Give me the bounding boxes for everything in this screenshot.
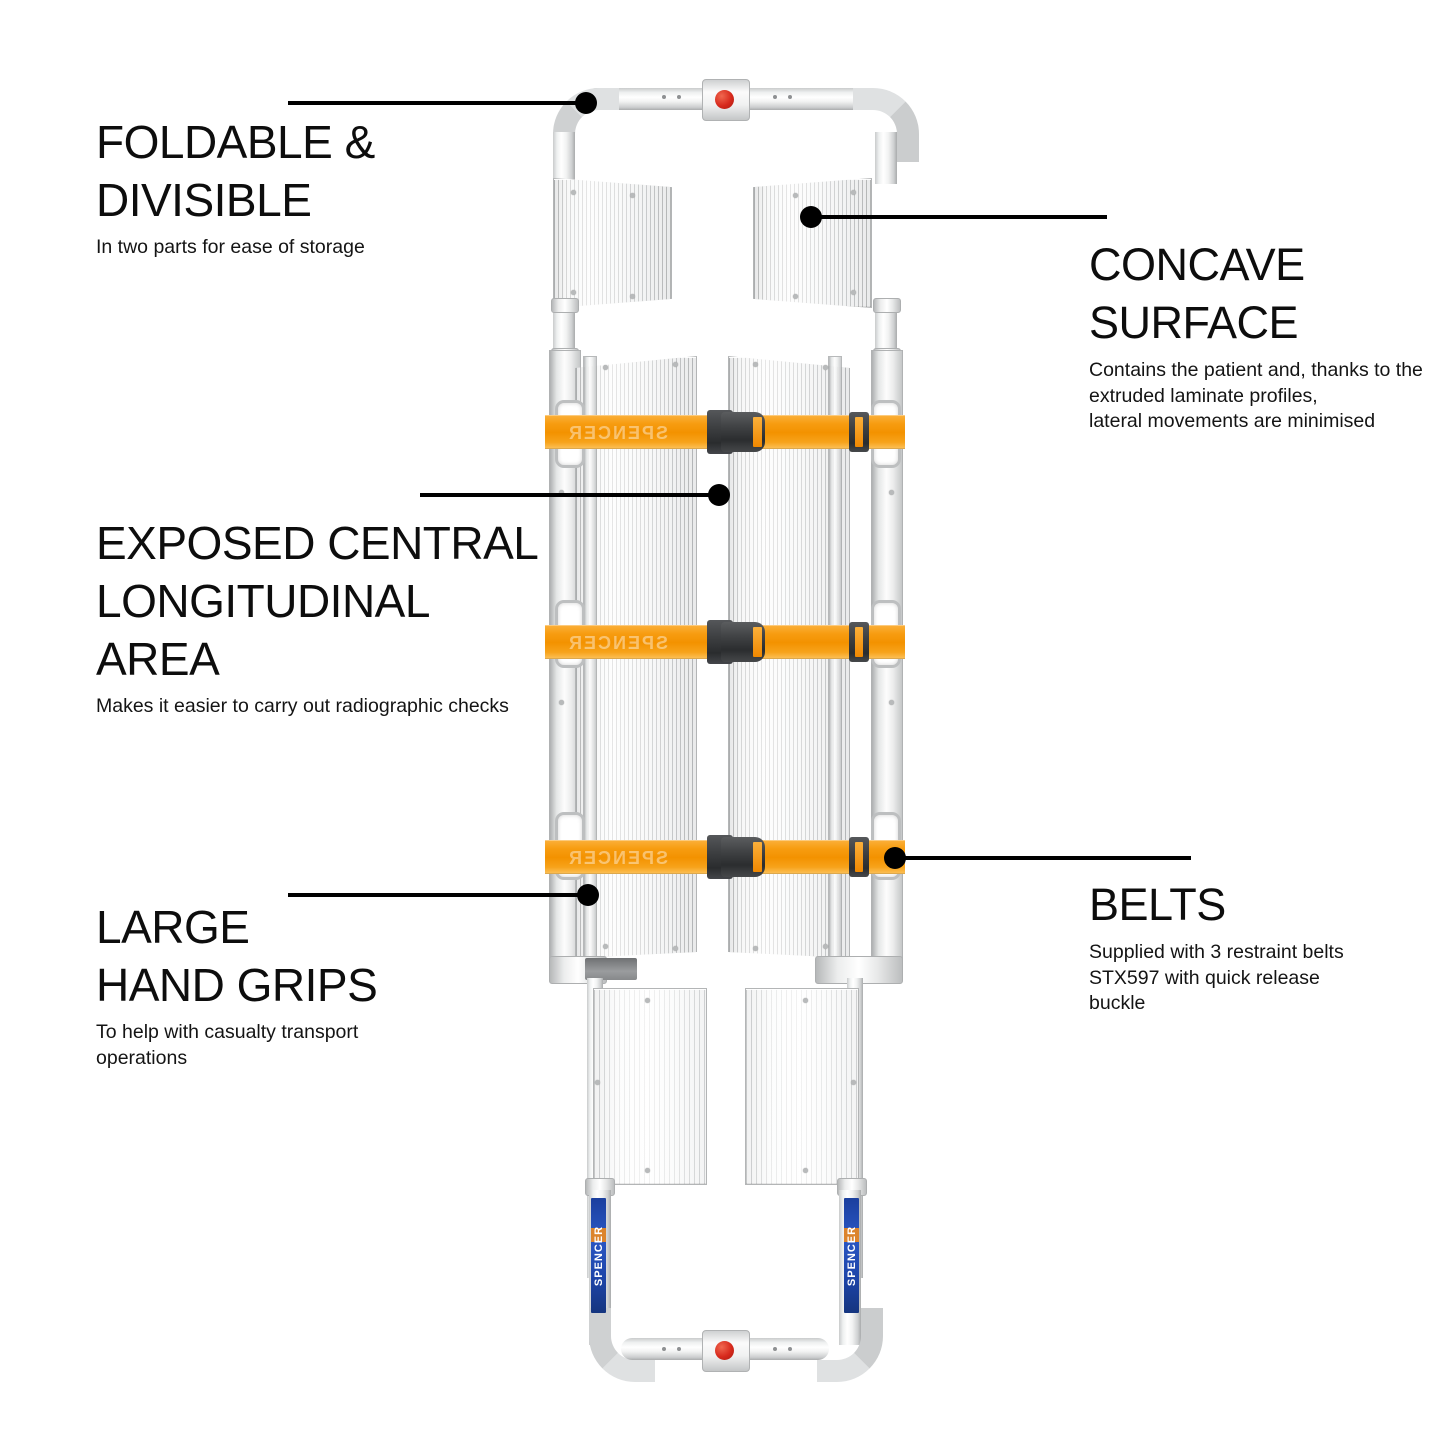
panel-screw [803, 998, 808, 1003]
head-to-torso-tube-left [553, 300, 575, 358]
restraint-belt [755, 625, 905, 659]
telescopic-hinge-left [585, 958, 637, 980]
callout-subtitle: To help with casualty transport operatio… [96, 1021, 359, 1069]
belt-slider-band [855, 417, 863, 447]
restraint-belt [545, 840, 725, 874]
panel-screw [630, 294, 635, 299]
callout-subtitle: Makes it easier to carry out radiographi… [96, 695, 509, 717]
callout-subtitle: Contains the patient and, thanks to the … [1089, 359, 1423, 432]
belt-slider-band [855, 842, 863, 872]
leader-dot-concave-surface [800, 206, 822, 228]
bottom-pinhole [662, 1347, 666, 1351]
belt-webbing-text: SPENCER [567, 848, 669, 868]
leader-dot-exposed-central-area [708, 484, 730, 506]
callout-title: BELTS [1089, 879, 1226, 930]
restraint-belt [755, 840, 905, 874]
sticker-accent-bar [844, 1227, 859, 1242]
leg-panel-right [745, 988, 859, 1185]
callout-title: FOLDABLE & DIVISIBLE [96, 116, 375, 226]
sticker-accent-bar [591, 1227, 606, 1242]
panel-screw [673, 946, 678, 951]
top-pinhole [773, 95, 777, 99]
brand-sticker-right: SPENCER [844, 1198, 859, 1313]
panel-screw [851, 290, 856, 295]
leader-line-foldable-divisible [288, 101, 588, 105]
panel-screw [559, 700, 564, 705]
top-pinhole [662, 95, 666, 99]
brand-sticker-left: SPENCER [591, 1198, 606, 1313]
leader-line-large-hand-grips [288, 893, 590, 897]
panel-screw [823, 944, 828, 949]
bottom-pinhole [788, 1347, 792, 1351]
product-illustration-stretcher: SPENCER SPENCER SPENCER [525, 60, 925, 1382]
callout-large-hand-grips: LARGE HAND GRIPS To help with casualty t… [96, 898, 516, 1071]
brand-sticker-label: SPENCER [592, 1225, 605, 1286]
belt-buckle-band [753, 842, 762, 872]
leader-dot-foldable-divisible [575, 92, 597, 114]
belt-buckle-band [753, 417, 762, 447]
panel-screw [630, 193, 635, 198]
leader-line-exposed-central-area [420, 493, 720, 497]
head-joint-left [551, 298, 579, 313]
top-handle-left-leg [553, 132, 575, 184]
panel-screw [603, 944, 608, 949]
bottom-release-button-icon [715, 1341, 734, 1360]
callout-title: LARGE HAND GRIPS [96, 901, 378, 1011]
panel-screw [603, 365, 608, 370]
head-panel-right [753, 178, 872, 308]
panel-screw [851, 190, 856, 195]
belt-webbing-text: SPENCER [567, 633, 669, 653]
panel-screw [851, 1080, 856, 1085]
restraint-belt [545, 415, 725, 449]
panel-screw [753, 362, 758, 367]
bottom-pinhole [773, 1347, 777, 1351]
leader-dot-belts [884, 847, 906, 869]
panel-screw [645, 1168, 650, 1173]
restraint-belt [545, 625, 725, 659]
panel-screw [889, 490, 894, 495]
top-pinhole [677, 95, 681, 99]
head-panel-left [553, 178, 672, 308]
panel-screw [823, 365, 828, 370]
belt-buckle-band [753, 627, 762, 657]
restraint-belt [755, 415, 905, 449]
top-handle-right-leg [875, 132, 897, 184]
callout-subtitle: In two parts for ease of storage [96, 236, 365, 258]
belt-slider-band [855, 627, 863, 657]
leader-line-belts [896, 856, 1191, 860]
leg-panel-left [593, 988, 707, 1185]
panel-screw [793, 193, 798, 198]
panel-screw [673, 362, 678, 367]
callout-concave-surface: CONCAVE SURFACE Contains the patient and… [1089, 236, 1429, 435]
callout-foldable-divisible: FOLDABLE & DIVISIBLE In two parts for ea… [96, 113, 516, 261]
top-release-button-icon [715, 90, 734, 109]
panel-screw [595, 1080, 600, 1085]
callout-title: EXPOSED CENTRAL LONGITUDINAL AREA [96, 517, 539, 685]
panel-screw [803, 1168, 808, 1173]
bottom-pinhole [677, 1347, 681, 1351]
top-pinhole [788, 95, 792, 99]
brand-sticker-label: SPENCER [845, 1225, 858, 1286]
callout-belts: BELTS Supplied with 3 restraint belts ST… [1089, 876, 1429, 1017]
panel-screw [753, 946, 758, 951]
head-joint-right [873, 298, 901, 313]
head-to-torso-tube-right [875, 300, 897, 358]
callout-exposed-central-area: EXPOSED CENTRAL LONGITUDINAL AREA Makes … [96, 514, 566, 720]
panel-screw [645, 998, 650, 1003]
panel-screw [571, 190, 576, 195]
panel-screw [571, 290, 576, 295]
panel-screw [793, 294, 798, 299]
leader-line-concave-surface [812, 215, 1107, 219]
callout-subtitle: Supplied with 3 restraint belts STX597 w… [1089, 941, 1344, 1014]
belt-webbing-text: SPENCER [567, 423, 669, 443]
callout-title: CONCAVE SURFACE [1089, 239, 1305, 348]
panel-screw [559, 490, 564, 495]
panel-screw [889, 700, 894, 705]
bottom-lock-block [702, 1330, 750, 1372]
leader-dot-large-hand-grips [577, 884, 599, 906]
